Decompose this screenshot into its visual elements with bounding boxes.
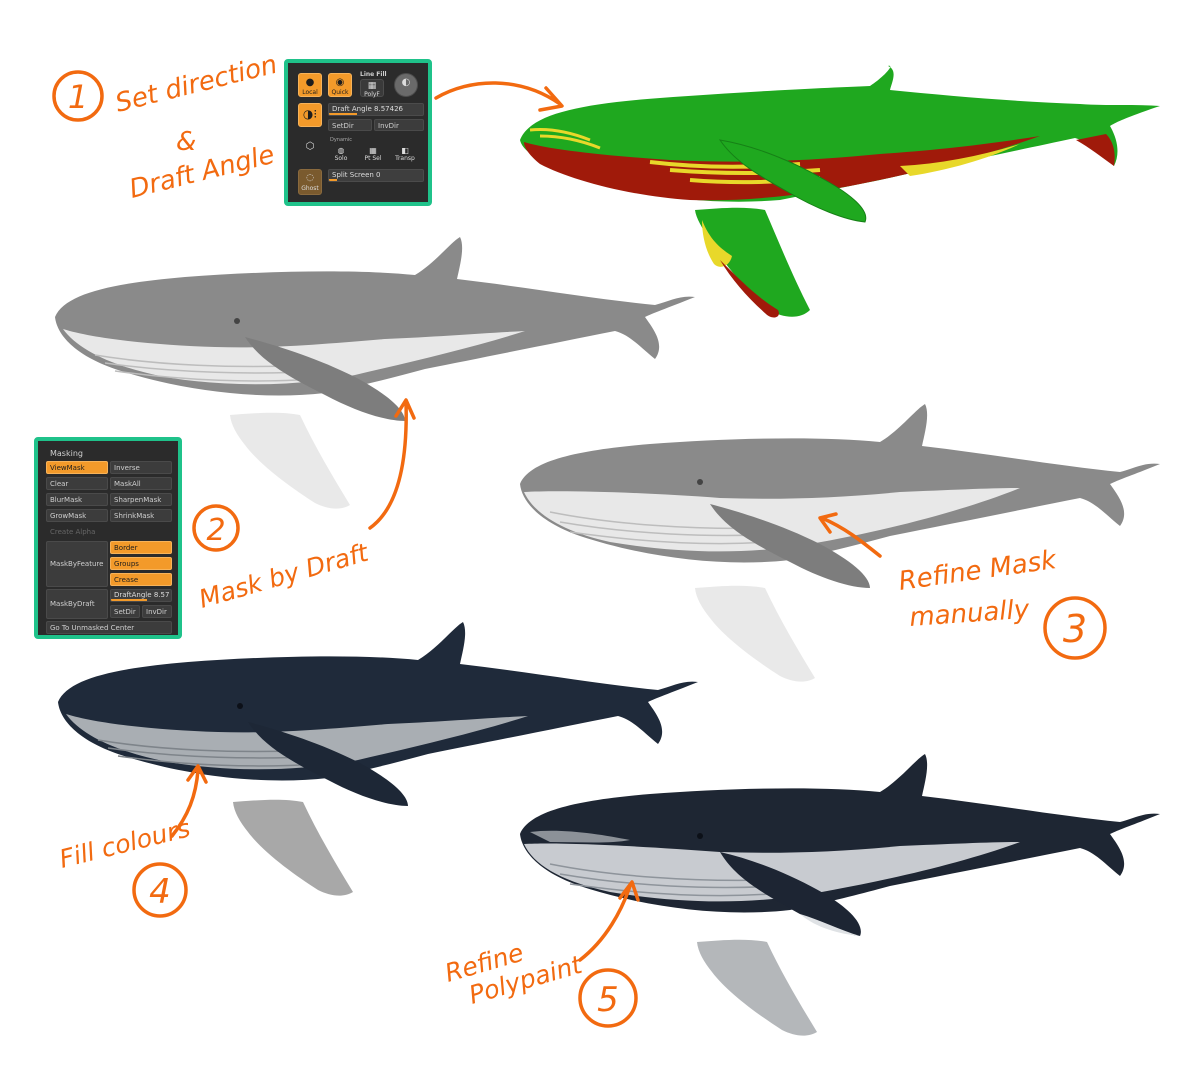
- draftangle-fill: [111, 599, 147, 601]
- split-screen-slider[interactable]: Split Screen 0: [328, 169, 424, 182]
- step4-arrow: [170, 764, 208, 838]
- whale-mask-by-draft: [55, 237, 695, 509]
- crease-button[interactable]: Crease: [110, 573, 172, 586]
- step5-number: 5: [597, 980, 619, 1020]
- ghost-icon: ◌: [306, 173, 314, 183]
- step3-arrow: [818, 512, 882, 558]
- quick-button[interactable]: ◉ Quick: [328, 73, 352, 97]
- step1-line2: &: [176, 127, 196, 157]
- dynamic-label: Dynamic: [330, 137, 353, 143]
- draft-angle-fill: [329, 113, 358, 115]
- clear-button[interactable]: Clear: [46, 477, 108, 490]
- step3-number: 3: [1063, 607, 1087, 651]
- whale-refined-mask: [520, 404, 1160, 682]
- step5-circle: [578, 968, 638, 1028]
- material-sphere-button[interactable]: ◐: [394, 73, 418, 97]
- maskall-button[interactable]: MaskAll: [110, 477, 172, 490]
- maskbydraft-button[interactable]: MaskByDraft: [46, 589, 108, 619]
- ghost-button[interactable]: ◌ Ghost: [298, 169, 322, 195]
- transp-button[interactable]: ◧ Transp: [392, 143, 418, 163]
- invdir-button[interactable]: InvDir: [374, 119, 424, 131]
- step2-number: 2: [206, 513, 225, 548]
- step5-arrow: [578, 880, 640, 962]
- step2-circle: [192, 504, 240, 552]
- ptsel-label: Pt Sel: [364, 155, 382, 162]
- draft-toggle-button[interactable]: ◑⁝: [298, 103, 322, 127]
- transp-label: Transp: [395, 155, 415, 162]
- draft-angle-value: 8.57426: [374, 105, 403, 113]
- draftangle-value: 8.57: [153, 591, 170, 599]
- step2-arrow: [368, 398, 416, 530]
- maskbyfeature-button[interactable]: MaskByFeature: [46, 541, 108, 587]
- transp-icon: ◧: [401, 146, 409, 155]
- whale-refined-polypaint: [520, 754, 1160, 1036]
- ghost-label: Ghost: [301, 185, 319, 192]
- line-fill-label: Line Fill: [360, 71, 387, 78]
- goto-unmasked-center-button[interactable]: Go To Unmasked Center: [46, 621, 172, 634]
- draft-toggle-icon: ◑⁝: [302, 107, 318, 121]
- sharpenmask-button[interactable]: SharpenMask: [110, 493, 172, 506]
- cube-icon: ⬡: [305, 141, 315, 152]
- solo-label: Solo: [334, 155, 348, 162]
- draft-analysis-panel: ● Local ◉ Quick Line Fill ▦ PolyF ◐ Draf…: [284, 59, 432, 206]
- shrinkmask-button[interactable]: ShrinkMask: [110, 509, 172, 522]
- inverse-button[interactable]: Inverse: [110, 461, 172, 474]
- setdir-button[interactable]: SetDir: [328, 119, 372, 131]
- step1-line1: Set direction: [112, 50, 280, 119]
- step2-annotation: 2 Mask by Draft: [192, 504, 372, 614]
- draft-angle-slider[interactable]: Draft Angle 8.57426: [328, 103, 424, 116]
- viewmask-button[interactable]: ViewMask: [46, 461, 108, 474]
- step1-line3: Draft Angle: [126, 140, 277, 205]
- whale-fill-colours: [58, 622, 698, 896]
- masking-title: Masking: [50, 449, 83, 458]
- local-button[interactable]: ● Local: [298, 73, 322, 97]
- step1-arrow: [434, 81, 564, 112]
- step1-annotation: 1 Set direction & Draft Angle: [52, 50, 280, 205]
- step3-line1: Refine Mask: [897, 545, 1059, 597]
- solo-button[interactable]: ◍ Solo: [328, 143, 354, 163]
- border-button[interactable]: Border: [110, 541, 172, 554]
- ptsel-button[interactable]: ▦ Pt Sel: [360, 143, 386, 163]
- masking-panel: Masking ViewMask Inverse Clear MaskAll B…: [34, 437, 182, 639]
- mask-setdir-button[interactable]: SetDir: [110, 605, 140, 618]
- local-icon: ●: [305, 77, 315, 88]
- ptsel-icon: ▦: [369, 146, 377, 155]
- quick-icon: ◉: [335, 77, 345, 88]
- solo-icon: ◍: [337, 146, 345, 155]
- whale-draft-analysis: [520, 65, 1160, 318]
- split-screen-label: Split Screen: [332, 171, 374, 179]
- step4-circle: [132, 862, 188, 918]
- grid-icon: ▦: [367, 81, 377, 91]
- local-label: Local: [302, 89, 318, 96]
- step3-annotation: Refine Mask manually 3: [897, 545, 1107, 660]
- step1-number: 1: [68, 78, 88, 116]
- step4-annotation: Fill colours 4: [56, 813, 193, 918]
- step5-annotation: Refine Polypaint 5: [442, 938, 638, 1028]
- split-screen-fill: [329, 179, 337, 181]
- blurmask-button[interactable]: BlurMask: [46, 493, 108, 506]
- draft-angle-label: Draft Angle: [332, 105, 372, 113]
- step4-text: Fill colours: [56, 813, 193, 873]
- groups-button[interactable]: Groups: [110, 557, 172, 570]
- create-alpha-button[interactable]: Create Alpha: [50, 528, 96, 536]
- cube-button[interactable]: ⬡: [298, 137, 322, 161]
- polyf-label: PolyF: [364, 91, 380, 98]
- quick-label: Quick: [331, 89, 349, 96]
- draftangle-slider[interactable]: DraftAngle 8.57: [110, 589, 172, 602]
- split-screen-value: 0: [376, 171, 381, 179]
- step3-circle: [1043, 596, 1107, 660]
- growmask-button[interactable]: GrowMask: [46, 509, 108, 522]
- sphere-icon: ◐: [401, 77, 411, 88]
- step3-line2: manually: [908, 595, 1030, 633]
- polyf-button[interactable]: ▦ PolyF: [360, 79, 384, 98]
- step4-number: 4: [149, 872, 171, 912]
- step1-circle: [52, 70, 104, 122]
- mask-invdir-button[interactable]: InvDir: [142, 605, 172, 618]
- draftangle-label: DraftAngle: [114, 591, 152, 599]
